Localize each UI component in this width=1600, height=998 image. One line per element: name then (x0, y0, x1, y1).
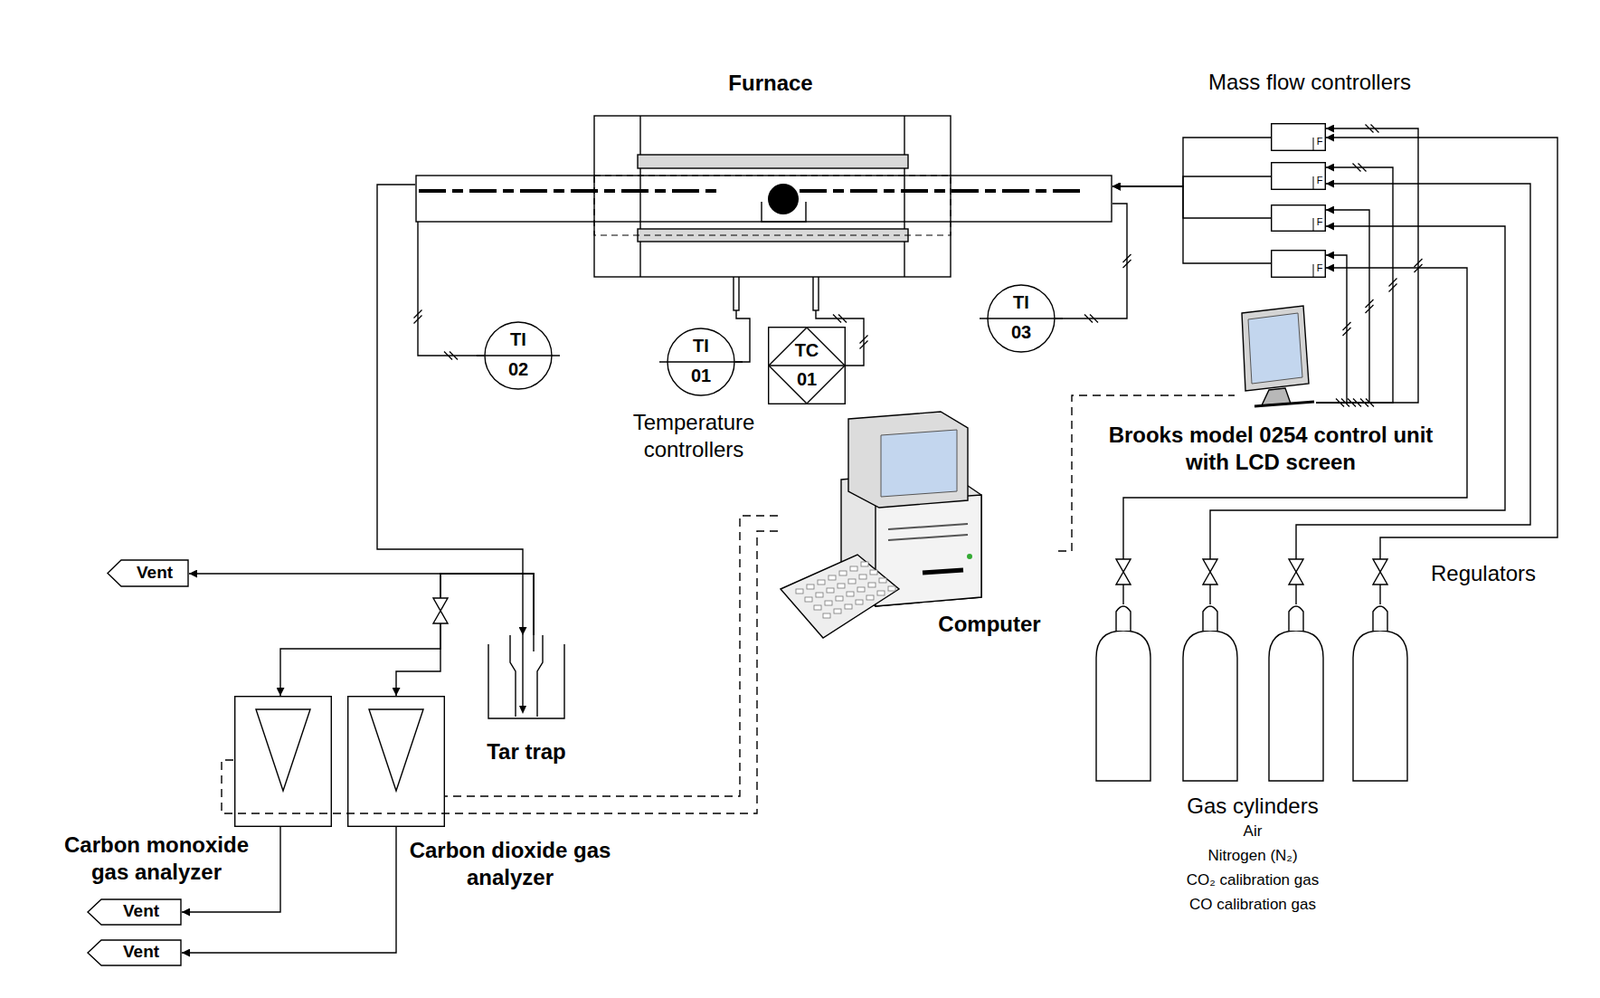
part-label: Gas cylinders (1135, 792, 1371, 820)
node-label: Carbon dioxide gas analyzer (406, 836, 615, 891)
tar-trap: Tar trap (486, 634, 567, 720)
gas-analyzer: Carbon dioxide gas analyzer (347, 695, 445, 827)
node-label: Vent (104, 940, 178, 963)
mass-flow-controller: F (1270, 204, 1326, 232)
computer-icon: Computer (777, 411, 1059, 647)
gas-name: Air (1135, 821, 1371, 841)
node-label: TI (491, 328, 546, 351)
node-label: F (1314, 135, 1326, 149)
data-cable (444, 515, 778, 796)
node-label: Carbon monoxide gas analyzer (47, 831, 266, 886)
temperature-controller-outline (767, 326, 846, 405)
control-unit-outline (1234, 305, 1316, 408)
node-label: F (1314, 216, 1326, 229)
gas-line (1112, 186, 1271, 264)
signal-hash (1365, 124, 1374, 133)
mass-flow-controller: F (1270, 249, 1326, 278)
gas-supply-lines (1123, 137, 1558, 559)
connector-path (377, 184, 523, 635)
signal-hash (1365, 299, 1374, 308)
signal-hash (860, 340, 869, 350)
node-number: 02 (491, 358, 546, 381)
connector-path (417, 277, 484, 356)
signal-line (1315, 163, 1398, 408)
node-label: Vent (123, 561, 187, 584)
vent-tag: Vent (86, 938, 182, 966)
mass-flow-controller: F (1270, 161, 1326, 190)
gas-analyzer-outline (234, 695, 332, 827)
signal-hash (1123, 259, 1132, 268)
gas-name: Nitrogen (N₂) (1135, 845, 1371, 865)
connector-path (280, 573, 534, 696)
gas-line (1112, 186, 1271, 218)
gas-line (189, 573, 534, 635)
node-label: TI (994, 291, 1049, 314)
gas-cylinder (1096, 558, 1151, 781)
node-label: Furnace (671, 69, 871, 97)
signal-hash (449, 351, 458, 360)
node-label: F (1314, 174, 1326, 188)
gas-line (396, 573, 534, 696)
connector-path (1315, 128, 1419, 403)
connector-path (1315, 209, 1370, 403)
gas-name: CO₂ calibration gas (1135, 870, 1371, 890)
vent-tag: Vent (86, 898, 182, 926)
connector-path (396, 573, 534, 696)
gas-line (280, 573, 534, 696)
signal-hash (414, 315, 423, 324)
signal-hash (1414, 258, 1423, 267)
node-number: 01 (779, 368, 834, 391)
node-label: Brooks model 0254 control unit with LCD … (1098, 421, 1443, 476)
part-label: Regulators (1410, 559, 1556, 587)
gas-cylinder (1268, 558, 1324, 781)
temperature-indicator: TI 01 (666, 327, 736, 397)
signal-hash (1343, 321, 1352, 331)
gas-line (377, 184, 523, 635)
gas-line (1112, 176, 1271, 187)
gas-cylinder (1183, 558, 1238, 781)
signal-line (1315, 209, 1374, 408)
gas-cylinder (1353, 558, 1408, 781)
connector-path (1112, 137, 1271, 187)
temperature-controller: TC 01 (767, 326, 846, 405)
gas-cylinders (1096, 558, 1408, 781)
tube-furnace: Furnace (415, 114, 1113, 278)
connector-path (1112, 176, 1271, 187)
thermocouple-probes (733, 275, 819, 311)
node-number: 03 (994, 321, 1049, 344)
connector-path (1112, 186, 1271, 218)
node-label: Computer (917, 610, 1062, 638)
temperature-indicator: TI 03 (986, 284, 1056, 353)
connector-path (1055, 203, 1127, 319)
control-unit: Brooks model 0254 control unit with LCD … (1234, 305, 1316, 408)
mass-flow-controller: F (1270, 123, 1326, 152)
node-label: F (1314, 262, 1326, 275)
connector-path (1112, 186, 1271, 264)
tube-furnace-outline (415, 114, 1113, 278)
node-number: 01 (673, 364, 729, 388)
node-label: Vent (104, 899, 178, 922)
connector-path (189, 573, 534, 635)
signal-hash (838, 314, 847, 323)
node-label: Tar trap (454, 738, 599, 766)
signal-line (1315, 124, 1423, 408)
temperature-indicator: TI 02 (483, 321, 553, 390)
connector-path (444, 515, 778, 796)
group-label: Temperature controllers (594, 408, 794, 464)
signal-hash (1353, 163, 1362, 172)
gas-line (1112, 137, 1271, 187)
signal-hash (1389, 278, 1398, 287)
gas-analyzer: Carbon monoxide gas analyzer (234, 695, 332, 827)
vent-tag: Vent (106, 558, 190, 587)
signal-hash (1084, 314, 1093, 323)
node-label: TI (673, 334, 729, 358)
node-label: TC (779, 339, 834, 362)
group-label: Mass flow controllers (1155, 68, 1464, 96)
gas-name: CO calibration gas (1135, 894, 1371, 914)
connector-path (1315, 167, 1393, 403)
gas-analyzer-outline (347, 695, 445, 827)
shutoff-valve (433, 597, 448, 624)
signal-line (414, 277, 485, 360)
tar-trap-outline (486, 634, 567, 720)
